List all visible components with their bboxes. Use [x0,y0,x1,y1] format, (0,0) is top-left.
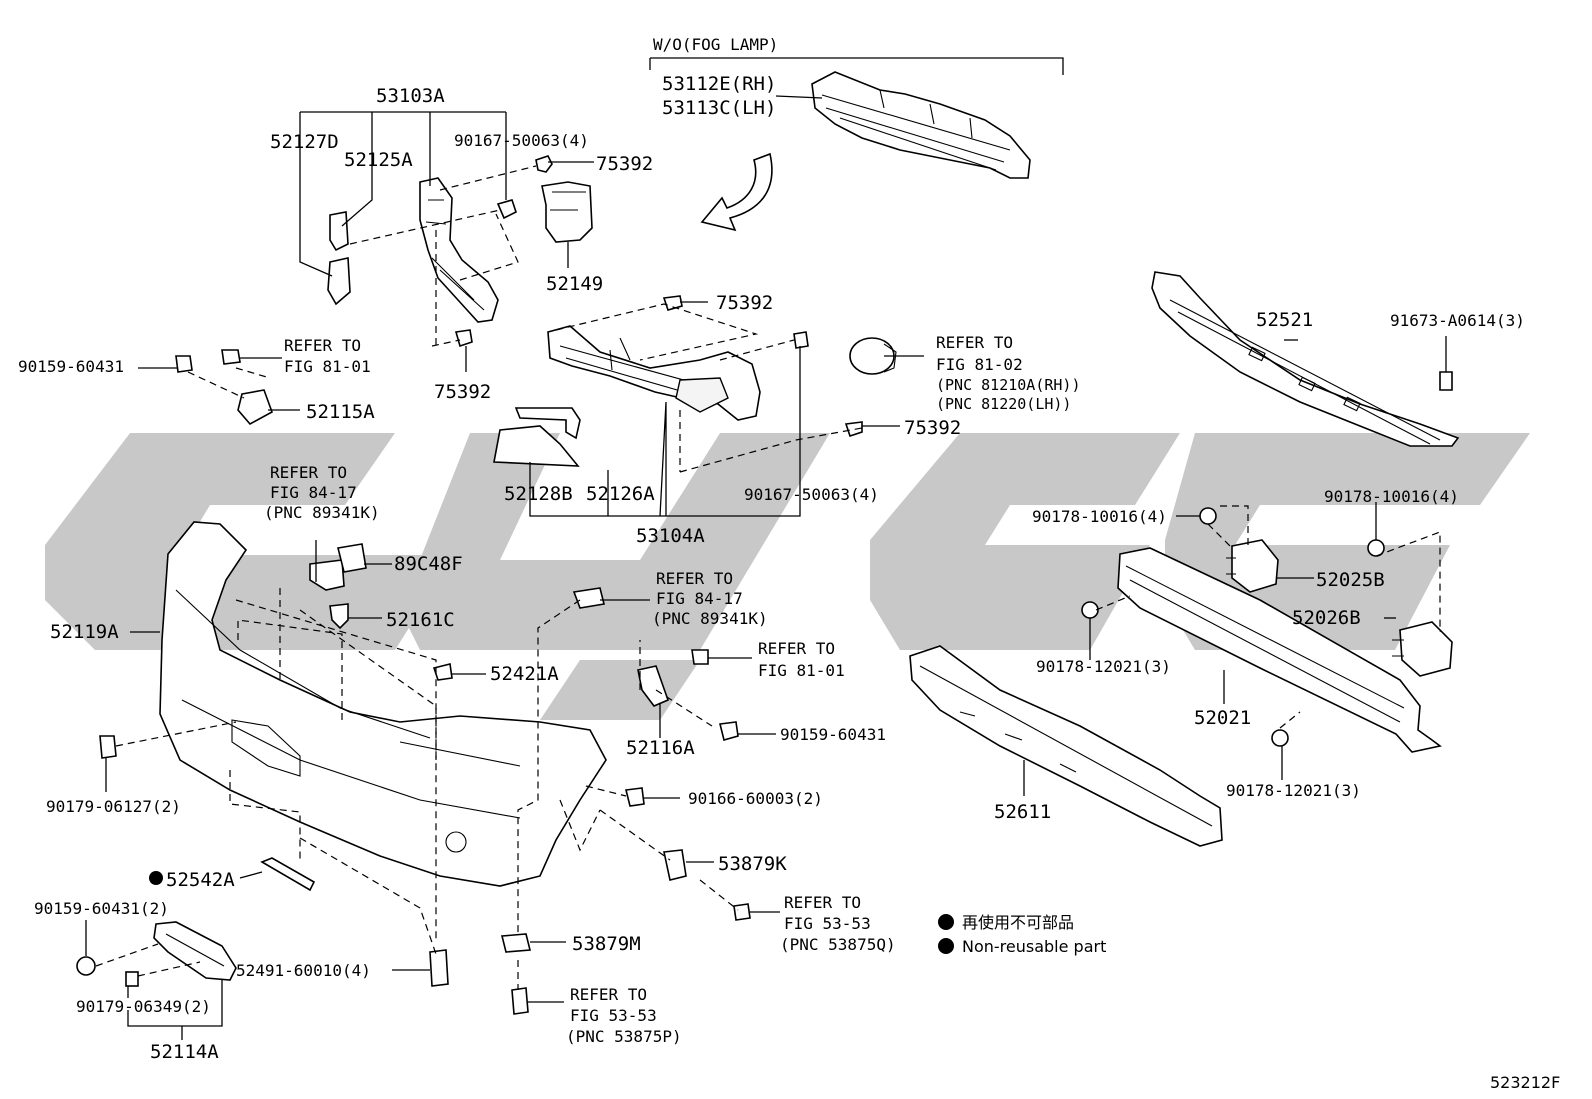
label-53112e: 53112E(RH) [662,73,776,95]
label-refer-5353-b-line3: (PNC 53875P) [566,1027,682,1046]
label-52421a: 52421A [490,663,559,685]
label-refer-5353-a-line2: FIG 53-53 [784,914,871,933]
label-refer-8101-b-line2: FIG 81-01 [758,661,845,680]
label-90159-c: 90159-60431(2) [34,899,169,918]
label-52542a: 52542A [166,869,235,891]
label-refer-8101-b-line1: REFER TO [758,639,835,658]
label-52115a: 52115A [306,401,375,423]
legend-en: Non-reusable part [962,937,1106,956]
label-52149: 52149 [546,273,603,295]
label-90166: 90166-60003(2) [688,789,823,808]
label-91673: 91673-A0614(3) [1390,311,1525,330]
non-reusable-dot-52542a [149,871,163,885]
label-90167-top: 90167-50063(4) [454,131,589,150]
label-refer-5353-a-line1: REFER TO [784,893,861,912]
fasteners [76,155,1453,1015]
label-90159-b: 90159-60431 [780,725,886,744]
label-52127d: 52127D [270,131,339,153]
label-refer-8102-line1: REFER TO [936,333,1013,352]
label-90178-12021-b: 90178-12021(3) [1226,781,1361,800]
legend-dot-ja [938,914,954,930]
label-refer-5353-b-line1: REFER TO [570,985,647,1004]
legend-dot-en [938,938,954,954]
label-52125a: 52125A [344,149,413,171]
label-refer-8417-b-line2: FIG 84-17 [656,589,743,608]
label-52119a: 52119A [50,621,119,643]
lower-grille-part [547,325,761,421]
label-52025b: 52025B [1316,569,1385,591]
label-75392-b: 75392 [716,292,773,314]
upper-grille-part [811,71,1031,179]
label-90167-mid: 90167-50063(4) [744,485,879,504]
bracket-assembly-part [327,177,499,323]
absorber-52611-part [909,645,1223,847]
label-refer-8417-a-line2: FIG 84-17 [270,483,357,502]
label-refer-8417-b-line3: (PNC 89341K) [652,609,768,628]
label-90178-10016-a: 90178-10016(4) [1032,507,1167,526]
label-refer-8417-a-line3: (PNC 89341K) [264,503,380,522]
reinforcement-52021-part [1117,547,1442,753]
label-52161c: 52161C [386,609,455,631]
label-75392-d: 75392 [904,417,961,439]
license-bracket-part [153,921,237,981]
leader-lines [85,95,1447,1040]
label-52128b: 52128B [504,483,573,505]
reinforcement-52521-part [1151,271,1460,447]
label-52114a: 52114A [150,1041,219,1063]
label-75392-c: 75392 [434,381,491,403]
label-90178-10016-b: 90178-10016(4) [1324,487,1459,506]
label-75392-a: 75392 [596,153,653,175]
label-52116a: 52116A [626,737,695,759]
label-52021: 52021 [1194,707,1251,729]
label-53879k: 53879K [718,853,787,875]
label-52126a: 52126A [586,483,655,505]
legend-ja: 再使用不可部品 [962,913,1074,932]
label-53103a: 53103A [376,85,445,107]
side-brackets-part [493,407,581,467]
label-refer-8101-a-line1: REFER TO [284,336,361,355]
label-52611: 52611 [994,801,1051,823]
label-refer-8417-a-line1: REFER TO [270,463,347,482]
label-90159-a: 90159-60431 [18,357,124,376]
label-53104a: 53104A [636,525,705,547]
label-refer-8102-line3: (PNC 81210A(RH)) [936,376,1081,394]
bracket-52026b-part [1392,621,1453,677]
dashed-lines [95,165,1441,990]
label-refer-8102-line2: FIG 81-02 [936,355,1023,374]
spacer-52542a-part [260,857,316,892]
label-refer-8102-line4: (PNC 81220(LH)) [936,395,1071,413]
label-90179-06349: 90179-06349(2) [76,997,211,1016]
label-52026b: 52026B [1292,607,1361,629]
label-90179-06127: 90179-06127(2) [46,797,181,816]
fog-lamp-note: W/O(FOG LAMP) [653,35,778,54]
watermark-logo [45,433,1530,720]
cover-52149-part [541,181,593,243]
label-90178-12021-a: 90178-12021(3) [1036,657,1171,676]
part-labels: 53112E(RH) 53113C(LH) 53103A 52127D 5212… [18,73,1525,1063]
direction-arrow [700,152,773,232]
label-refer-8101-a-line2: FIG 81-01 [284,357,371,376]
legend: 再使用不可部品 Non-reusable part [938,913,1106,956]
label-refer-5353-a-line3: (PNC 53875Q) [780,935,896,954]
bracket-52025b-part [1226,539,1279,593]
label-89c48f: 89C48F [394,553,463,575]
label-refer-8417-b-line1: REFER TO [656,569,733,588]
bumper-cover-part [159,521,607,887]
label-53113c: 53113C(LH) [662,97,776,119]
fog-lamp-note-group: W/O(FOG LAMP) [649,35,1064,75]
label-52491: 52491-60010(4) [236,961,371,980]
diagram-id: 523212F [1490,1073,1560,1092]
label-53879m: 53879M [572,933,641,955]
label-refer-5353-b-line2: FIG 53-53 [570,1006,657,1025]
label-52521: 52521 [1256,309,1313,331]
